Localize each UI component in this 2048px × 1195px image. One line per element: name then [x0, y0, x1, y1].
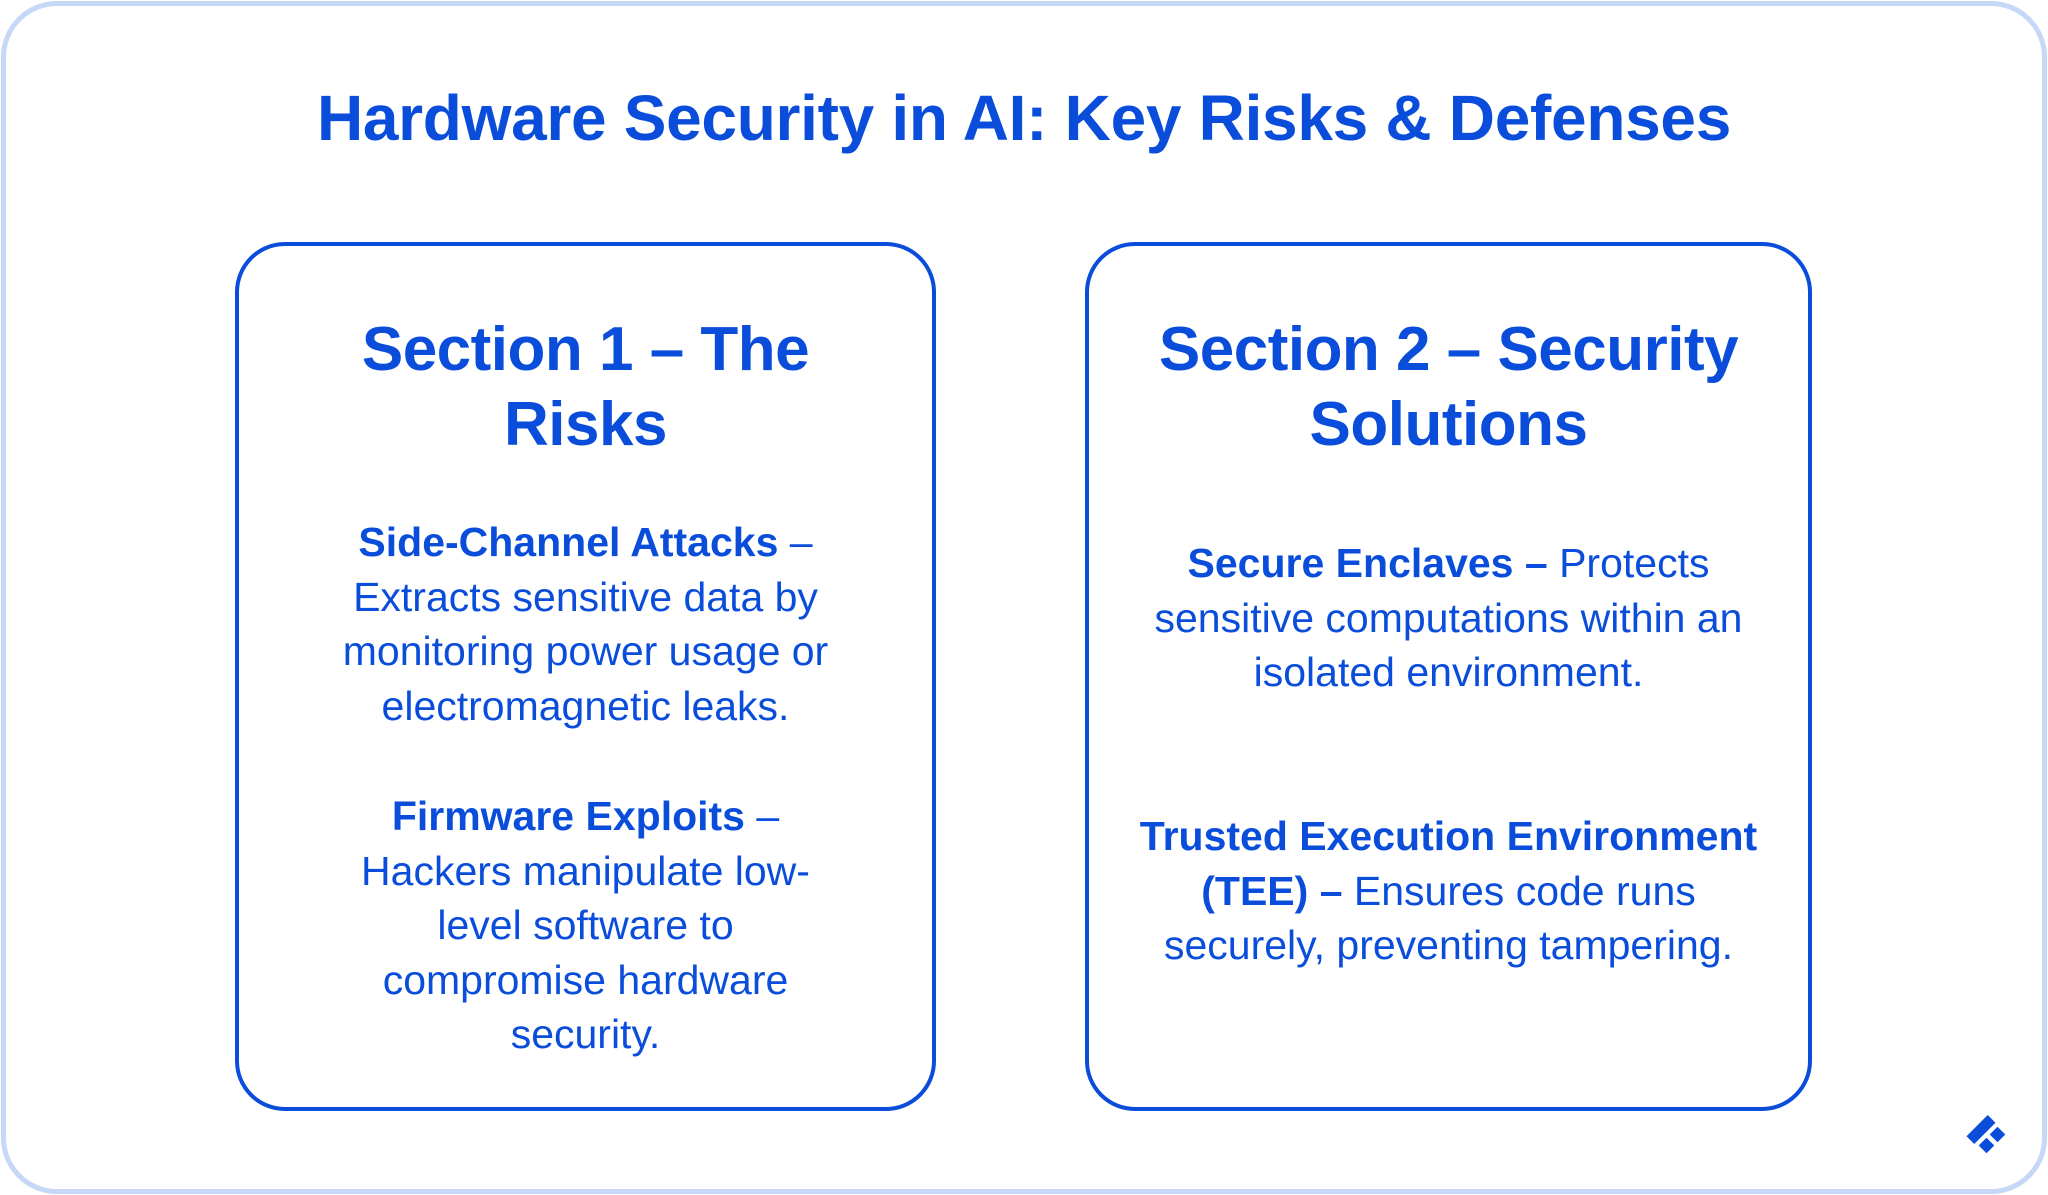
item-description: Hackers manipulate low-level software to… [361, 847, 810, 1058]
item-dash: – [778, 519, 813, 565]
solution-item-tee: Trusted Execution Environment (TEE) – En… [1089, 809, 1808, 973]
item-term: Secure Enclaves [1187, 540, 1514, 586]
risk-item-side-channel: Side-Channel Attacks – Extracts sensitiv… [239, 515, 932, 733]
item-dash: – [1308, 867, 1343, 914]
brand-logo-icon [1962, 1110, 2012, 1160]
section-heading-solutions: Section 2 – Security Solutions [1158, 315, 1739, 459]
item-term: Trusted Execution Environment (TEE) [1139, 813, 1758, 914]
page-title: Hardware Security in AI: Key Risks & Def… [316, 82, 1732, 154]
solutions-card: Section 2 – Security Solutions Secure En… [1085, 242, 1812, 1111]
risks-card: Section 1 – The Risks Side-Channel Attac… [235, 242, 936, 1111]
item-description: Extracts sensitive data by monitoring po… [342, 573, 829, 729]
solution-item-secure-enclaves: Secure Enclaves – Protects sensitive com… [1089, 536, 1808, 700]
item-term: Side-Channel Attacks [358, 519, 779, 565]
item-description: Protects sensitive computations within a… [1154, 540, 1743, 695]
risk-item-firmware: Firmware Exploits – Hackers manipulate l… [239, 789, 932, 1062]
item-dash: – [1513, 540, 1548, 586]
item-description: Ensures code runs securely, preventing t… [1164, 867, 1733, 969]
section-heading-risks: Section 1 – The Risks [361, 315, 810, 459]
item-term: Firmware Exploits [391, 793, 745, 839]
item-dash: – [744, 793, 780, 839]
